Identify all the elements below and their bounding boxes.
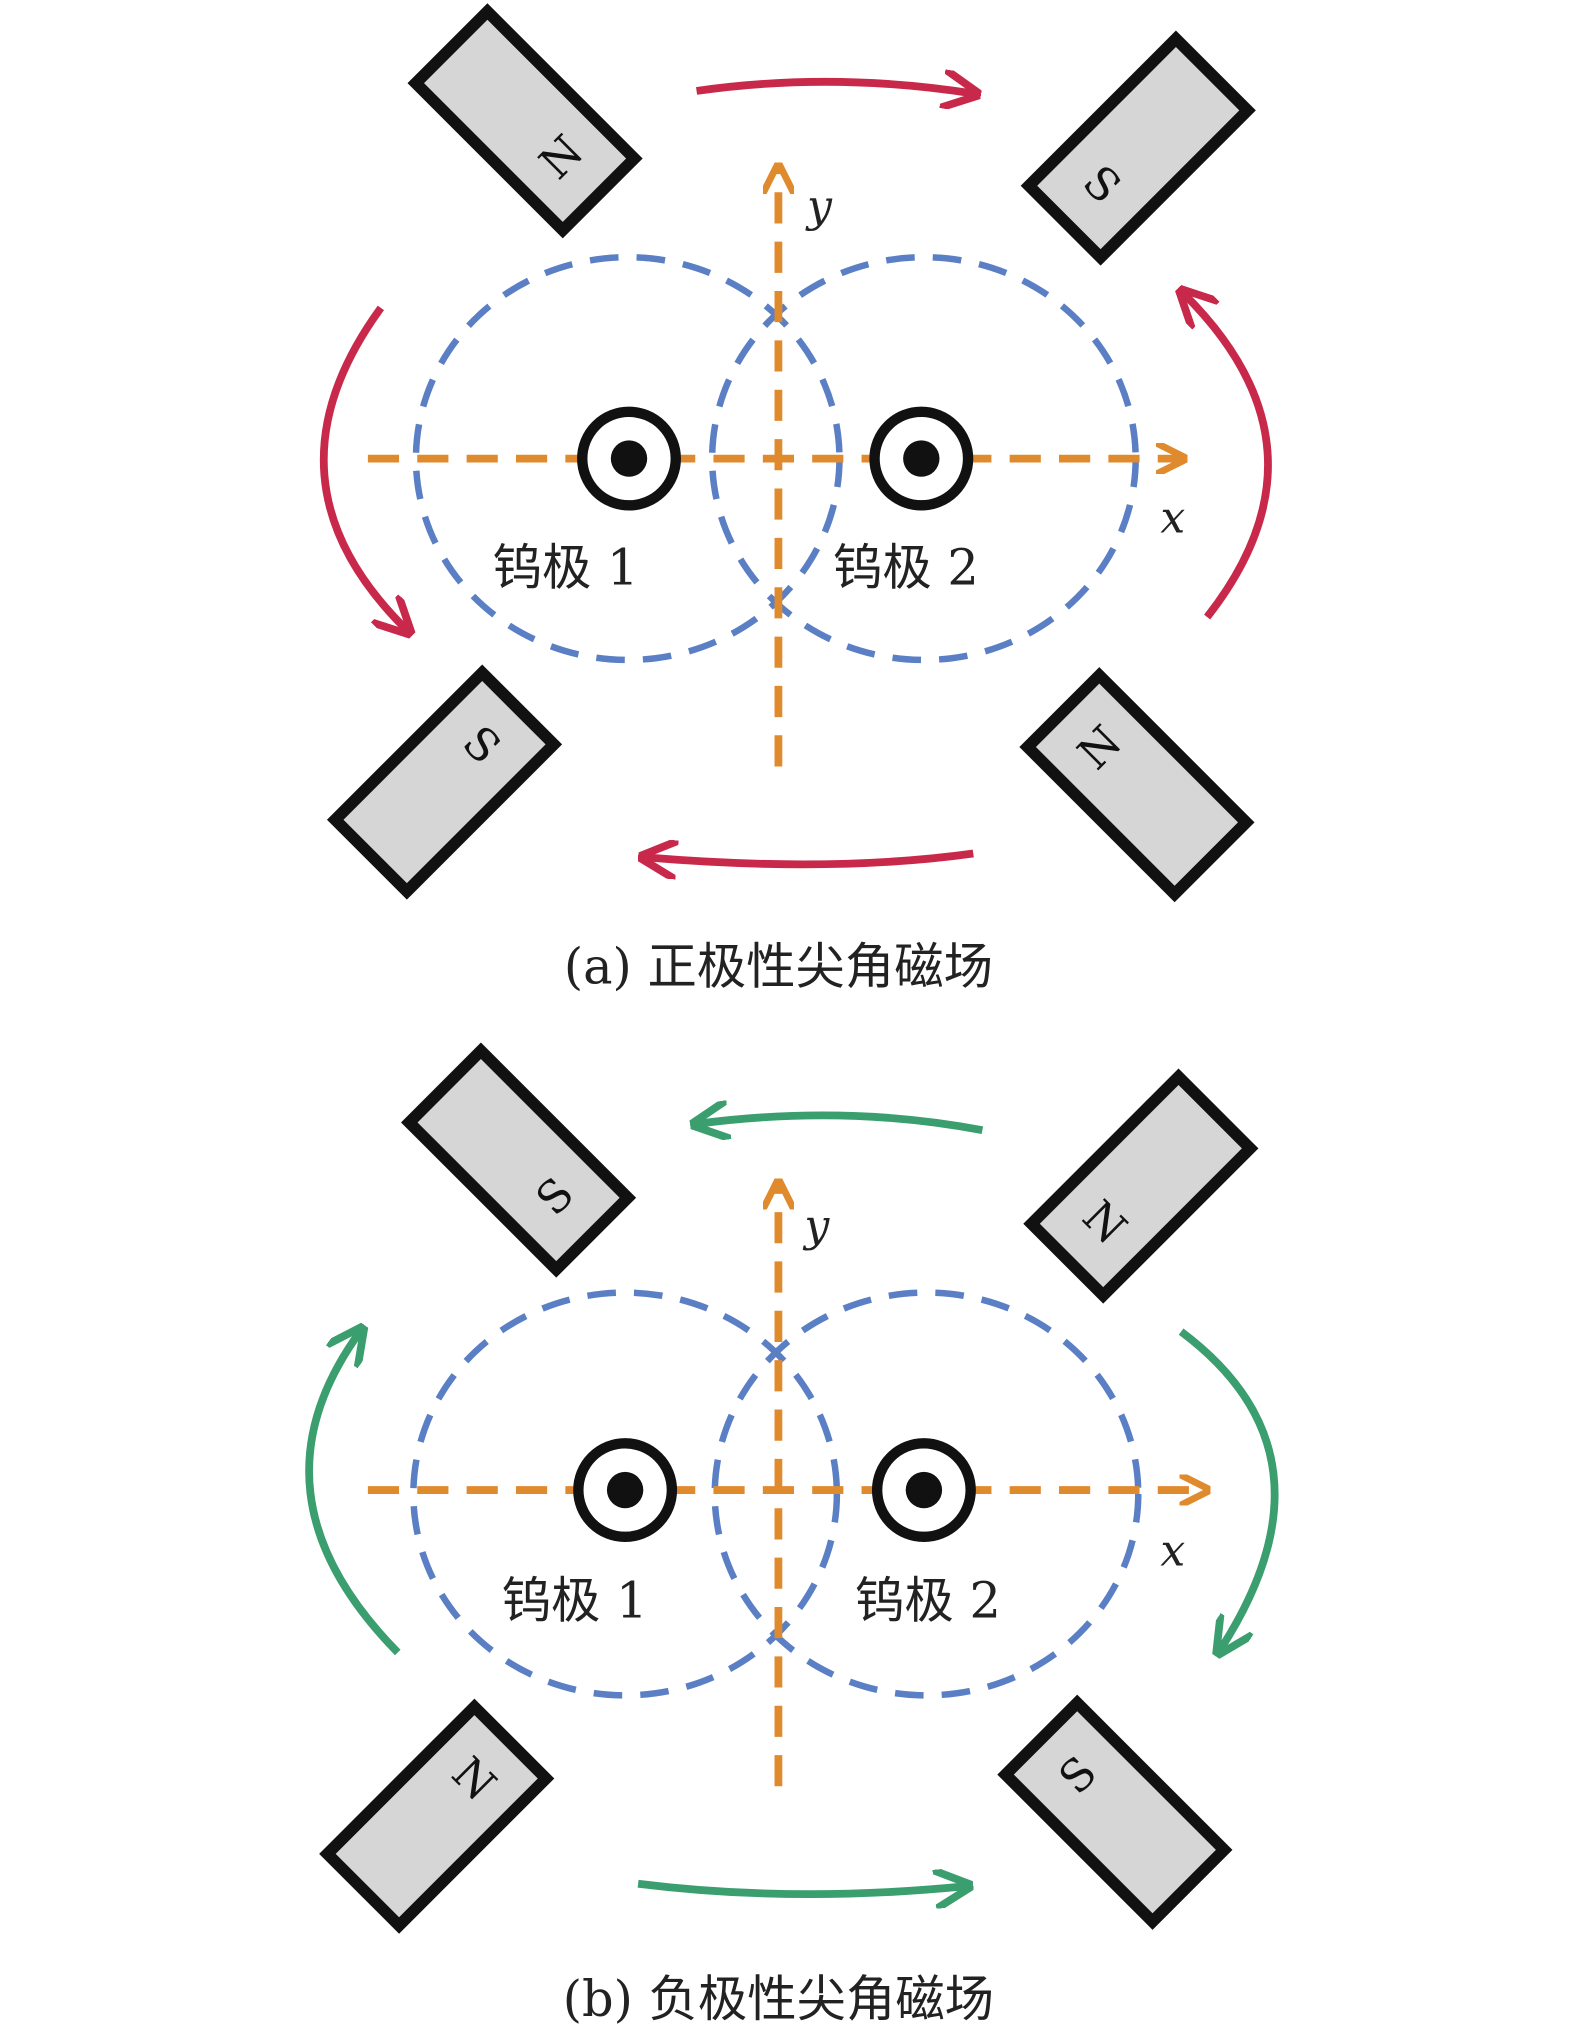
x-axis-label: x: [1160, 1525, 1185, 1576]
field-arrow-left: [305, 1332, 401, 1656]
electrode-1: [573, 1438, 678, 1543]
electrode-1: [577, 406, 681, 511]
panel-b: S N N S y x 钨极 1 钨极 2: [305, 1042, 1279, 2028]
y-axis-label: y: [805, 181, 833, 232]
field-arrow-top: [698, 1115, 984, 1130]
y-axis-label: y: [802, 1201, 830, 1252]
magnet-bottom-right: N: [1019, 667, 1255, 903]
electrode-2: [871, 1438, 976, 1543]
electrode-2-label: 钨极 2: [833, 539, 979, 597]
magnet-bottom-left: S: [326, 664, 563, 900]
field-arrow-right: [1184, 294, 1272, 620]
x-axis-label: x: [1160, 493, 1185, 544]
caption-a: (a) 正极性尖角磁场: [564, 937, 993, 995]
magnet-top-left: N: [407, 3, 643, 239]
field-arrow-top: [696, 82, 974, 94]
electrode-1-label: 钨极 1: [493, 539, 639, 597]
magnet-bottom-left: N: [319, 1698, 555, 1934]
magnet-top-right: N: [1023, 1068, 1259, 1304]
caption-b: (b) 负极性尖角磁场: [563, 1970, 994, 2028]
magnet-bottom-right: S: [997, 1694, 1233, 1930]
panel-a: N S S N y x 钨极 1 钨极 2: [319, 3, 1272, 995]
field-arrow-right: [1178, 1328, 1279, 1650]
electrode-2-label: 钨极 2: [855, 1571, 1001, 1629]
field-arrow-bottom: [637, 1884, 965, 1894]
electrode-1-label: 钨极 1: [502, 1571, 648, 1629]
field-arrow-bottom: [646, 854, 974, 865]
magnet-top-right: S: [1020, 30, 1256, 266]
field-arrow-left: [319, 305, 407, 630]
magnet-top-left: S: [401, 1042, 637, 1278]
electrode-2: [869, 406, 974, 511]
